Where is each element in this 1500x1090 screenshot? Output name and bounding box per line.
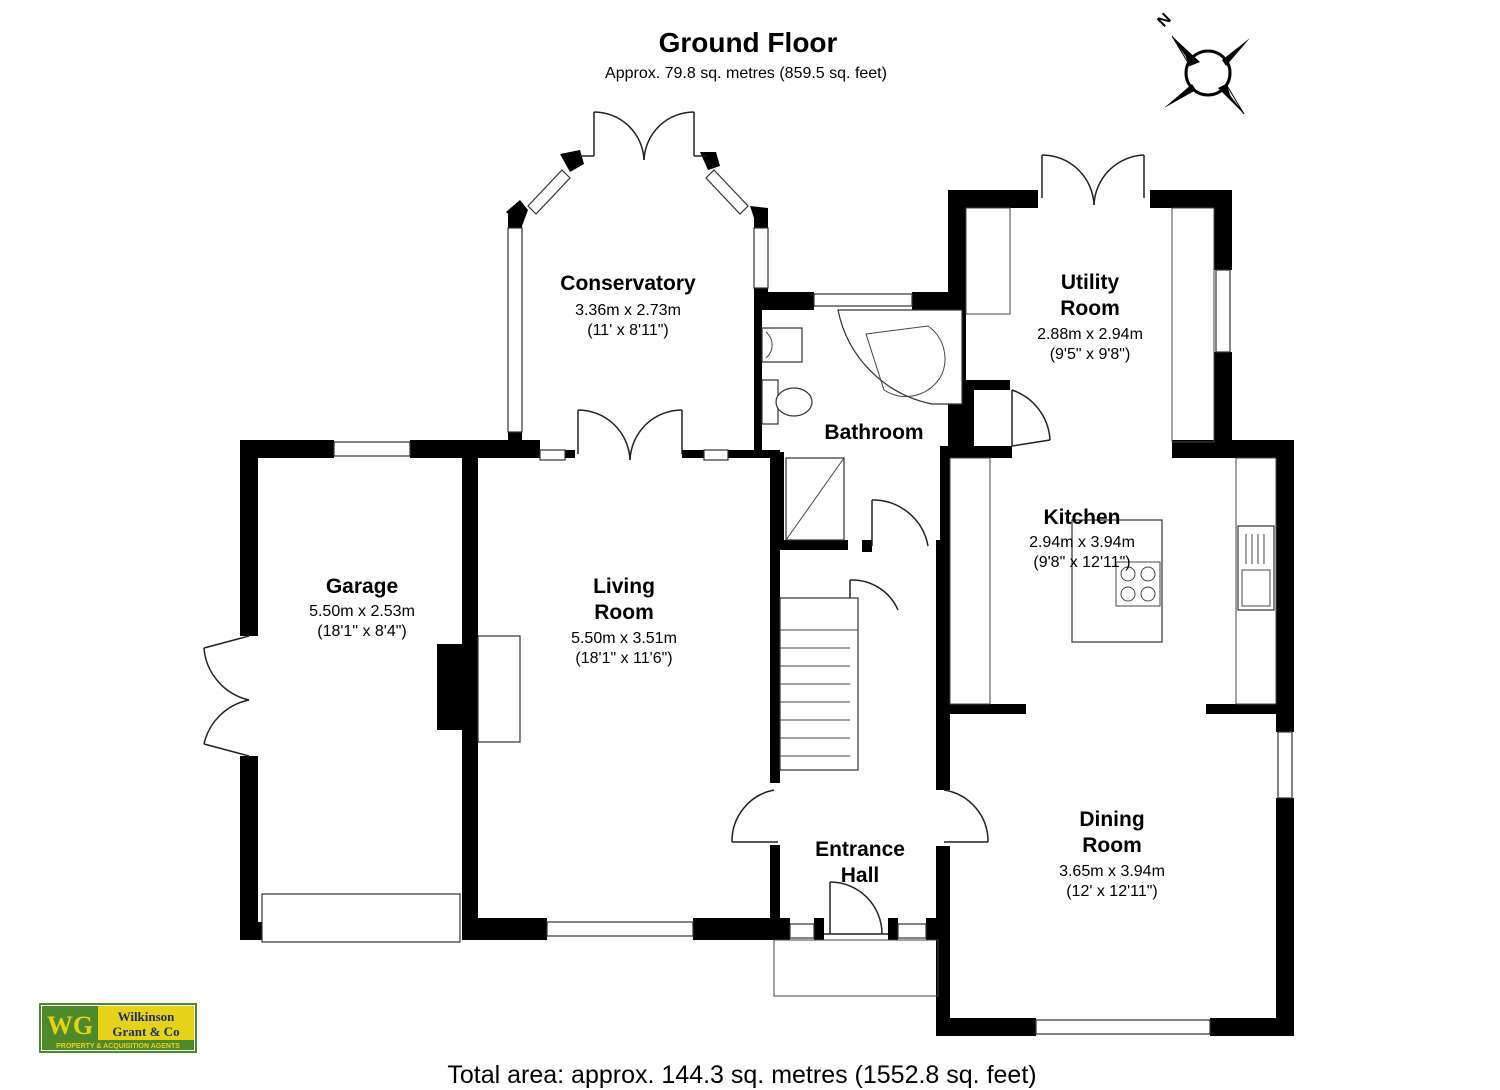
room-dimensions-imperial: (11' x 8'11") — [587, 322, 668, 339]
doors — [203, 111, 1145, 935]
room-label-conservatory: Conservatory 3.36m x 2.73m (11' x 8'11") — [560, 272, 696, 339]
logo-tagline: PROPERTY & ACQUISITION AGENTS — [56, 1043, 180, 1050]
room-dimensions-metric: 3.65m x 3.94m — [1059, 863, 1165, 880]
room-dimensions-metric: 3.36m x 2.73m — [575, 302, 681, 319]
logo-name-line1: Wilkinson — [118, 1009, 176, 1024]
room-name: Bathroom — [824, 421, 923, 444]
room-label-entrance-hall: Entrance Hall — [815, 838, 905, 887]
windows — [333, 169, 1293, 1035]
room-label-garage: Garage 5.50m x 2.53m (18'1" x 8'4") — [309, 575, 415, 640]
room-label-dining-room: Dining Room 3.65m x 3.94m (12' x 12'11") — [1059, 808, 1165, 900]
room-dimensions-metric: 2.94m x 3.94m — [1029, 534, 1135, 551]
room-dimensions-imperial: (18'1" x 8'4") — [317, 623, 407, 640]
room-name: Conservatory — [560, 272, 696, 295]
room-dimensions-metric: 5.50m x 2.53m — [309, 603, 415, 620]
room-dimensions-metric: 2.88m x 2.94m — [1037, 326, 1143, 343]
room-dimensions-imperial: (12' x 12'11") — [1066, 883, 1158, 900]
logo-name-line2: Grant & Co — [112, 1024, 179, 1039]
room-dimensions-metric: 5.50m x 3.51m — [571, 630, 677, 647]
floor-title: Ground Floor — [659, 27, 838, 58]
fixtures — [261, 207, 1277, 997]
room-name: Utility — [1061, 271, 1120, 294]
compass-rose-icon — [1164, 35, 1250, 115]
room-label-bathroom: Bathroom — [824, 421, 923, 444]
room-label-utility: Utility Room 2.88m x 2.94m (9'5" x 9'8") — [1037, 271, 1143, 363]
room-name: Room — [1082, 834, 1142, 857]
room-name: Kitchen — [1043, 506, 1120, 529]
room-name: Room — [1060, 297, 1120, 320]
room-dimensions-imperial: (18'1" x 11'6") — [575, 650, 672, 667]
room-name: Garage — [326, 575, 398, 598]
room-label-living-room: Living Room 5.50m x 3.51m (18'1" x 11'6"… — [571, 575, 677, 667]
compass-north-label: N — [1155, 10, 1175, 30]
total-area-footer: Total area: approx. 144.3 sq. metres (15… — [447, 1061, 1036, 1089]
room-name: Entrance — [815, 838, 905, 861]
room-name: Living — [593, 575, 655, 598]
room-label-kitchen: Kitchen 2.94m x 3.94m (9'8" x 12'11") — [1029, 506, 1135, 571]
room-name: Hall — [841, 864, 880, 887]
room-dimensions-imperial: (9'8" x 12'11") — [1033, 554, 1130, 571]
room-dimensions-imperial: (9'5" x 9'8") — [1050, 346, 1131, 363]
floor-area-subtitle: Approx. 79.8 sq. metres (859.5 sq. feet) — [605, 65, 887, 82]
room-name: Room — [594, 601, 654, 624]
room-name: Dining — [1079, 808, 1144, 831]
logo-mark: WG — [47, 1011, 93, 1040]
agent-logo: WG Wilkinson Grant & Co PROPERTY & ACQUI… — [39, 1003, 197, 1053]
